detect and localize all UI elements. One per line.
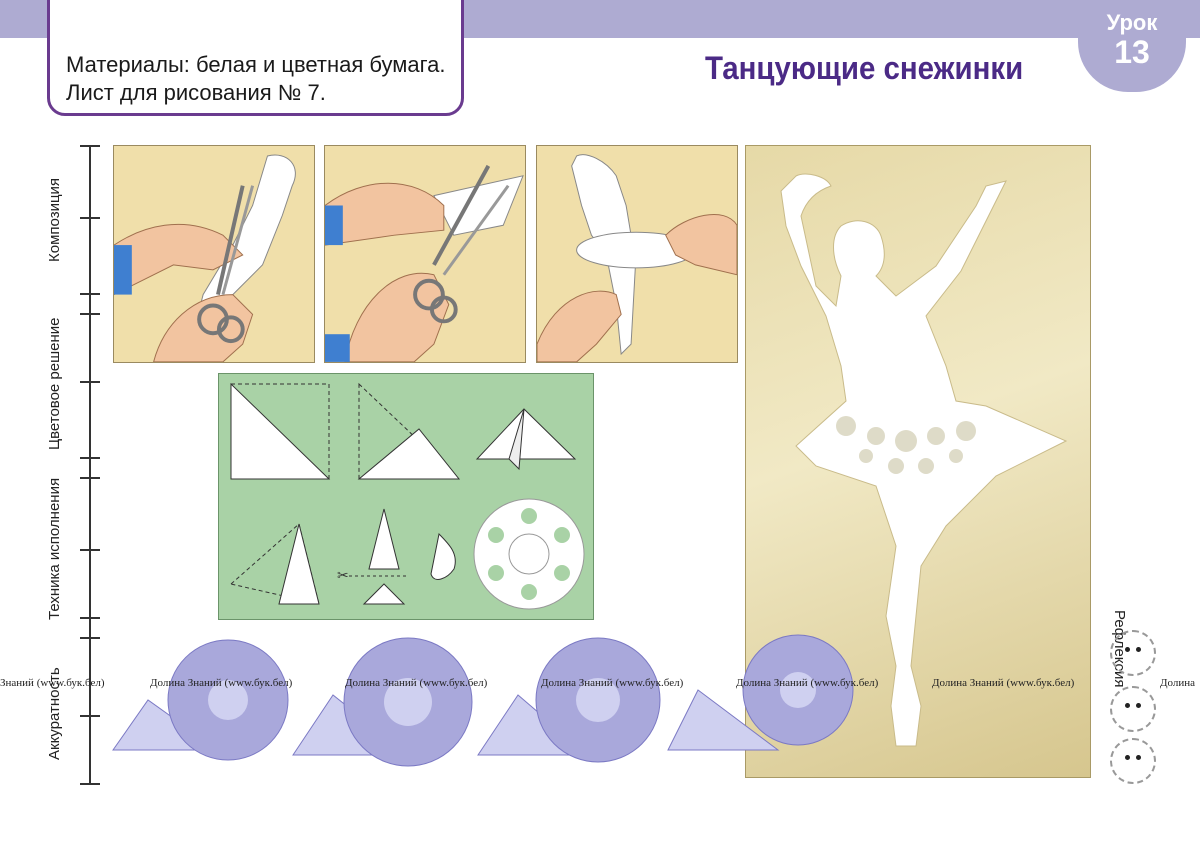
snowflake-3 [477,637,661,763]
watermark-text: Долина [1160,677,1196,689]
watermark-text: Долина Знаний (www.бук.бел) [736,677,879,689]
snowflake-examples [112,634,854,767]
folding-steps-panel: ✂ [218,373,594,620]
folding-diagram: ✂ [229,382,585,610]
watermark-text: Долина Знаний (www.бук.бел) [150,677,293,689]
criteria-technique: Техника исполнения [46,477,63,620]
page-title: Танцующие снежинки [705,50,1024,86]
ballerina-figure [780,173,1068,747]
lesson-number: 13 [1114,34,1150,70]
snowflake-4 [667,634,854,751]
criteria-composition: Композиция [46,177,63,262]
materials-line-2: Лист для рисования № 7. [66,80,326,105]
step-panel-2 [324,145,526,363]
step-panel-1 [113,145,315,363]
ballerina-assembly-illustration [537,154,737,362]
step-panel-3 [536,145,738,363]
lesson-badge: Урок 13 [1078,0,1186,92]
watermark-text: Долина Знаний (www.бук.бел) [541,677,684,689]
criteria-color: Цветовое решение [46,317,63,450]
materials-line-1: Материалы: белая и цветная бумага. [66,52,446,77]
sad-face-icon[interactable] [1110,738,1156,784]
materials-box: Материалы: белая и цветная бумага. Лист … [47,0,464,116]
watermark-text: Долина Знаний (www.бук.бел) [932,677,1075,689]
neutral-face-icon[interactable] [1110,686,1156,732]
criteria-scale [80,145,100,785]
watermark-text: Знаний (www.бук.бел) [0,677,105,689]
svg-text:✂: ✂ [337,568,349,584]
snowflake-1 [112,639,289,761]
cutting-hands-illustration [325,164,524,362]
smiley-face-icon[interactable] [1110,630,1156,676]
watermark-text: Долина Знаний (www.бук.бел) [345,677,488,689]
lesson-word: Урок [1106,10,1158,35]
snowflake-2 [292,637,473,767]
watermark-row: Знаний (www.бук.бел) Долина Знаний (www.… [0,677,1200,693]
cutting-hands-illustration [114,154,296,362]
